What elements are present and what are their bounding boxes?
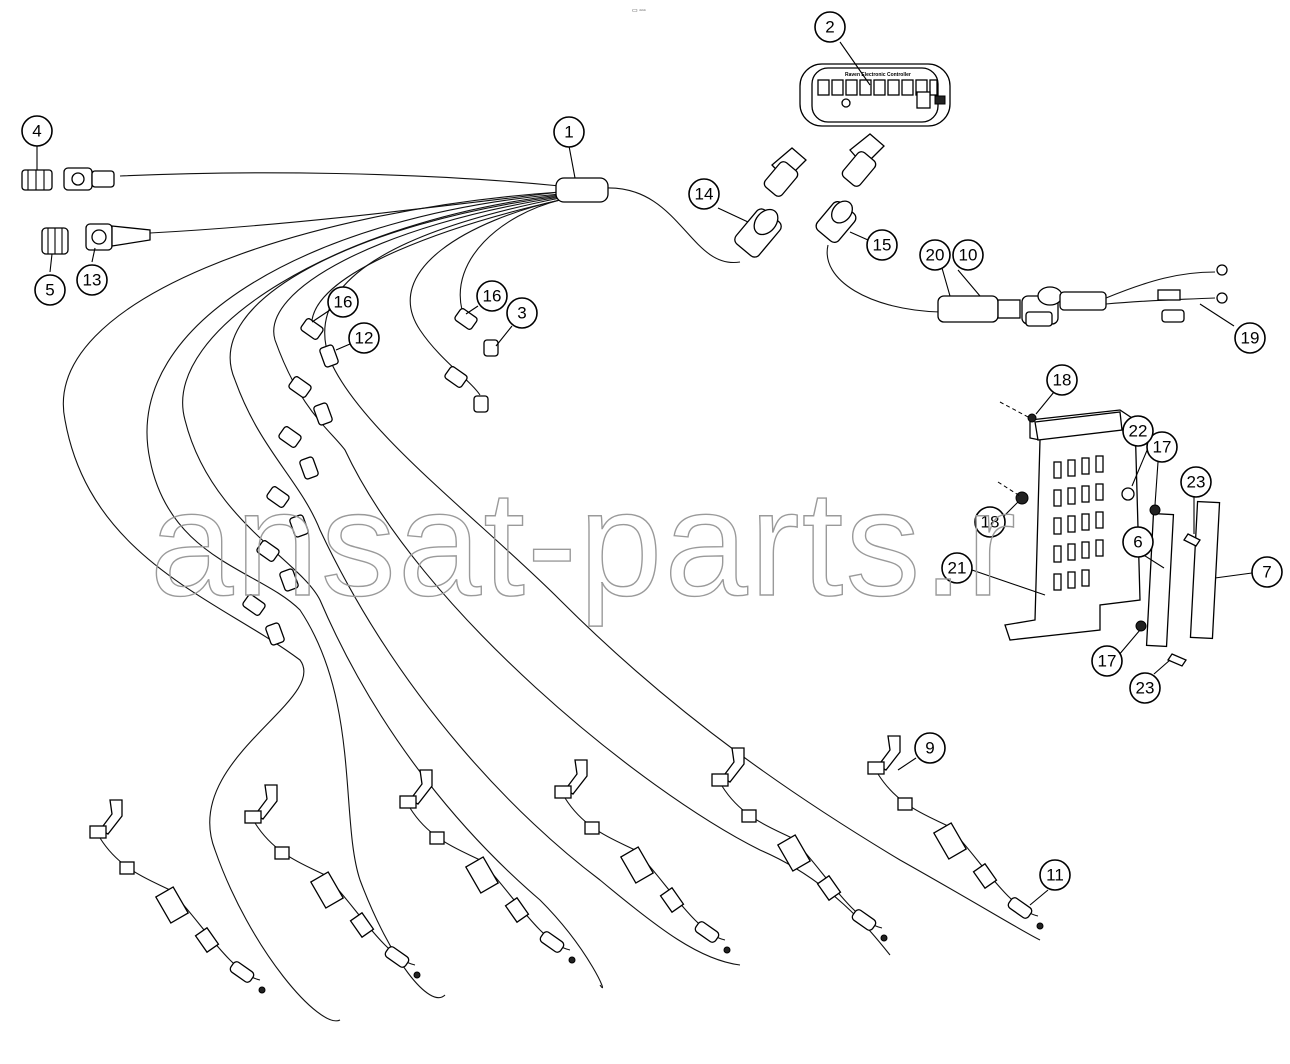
screws-23 <box>1167 533 1201 667</box>
mating-connectors <box>763 133 885 197</box>
callout-3: 3 <box>506 297 538 329</box>
top-mark: ▭ ▫▫▫ <box>632 8 646 14</box>
connectors-3-16 <box>242 308 499 646</box>
svg-text:19: 19 <box>1241 329 1260 348</box>
display-keys <box>817 79 938 96</box>
svg-text:23: 23 <box>1136 679 1155 698</box>
callout-20: 20 <box>919 239 951 271</box>
svg-text:1: 1 <box>564 123 573 142</box>
junction-sleeve <box>555 177 609 203</box>
watermark: ansat-parts.r <box>150 459 1018 627</box>
callout-17-top: 17 <box>1146 431 1178 463</box>
callout-6: 6 <box>1122 526 1154 558</box>
svg-text:17: 17 <box>1153 438 1172 457</box>
svg-text:15: 15 <box>873 236 892 255</box>
svg-text:10: 10 <box>959 246 978 265</box>
sensor-assembly <box>711 747 888 942</box>
callout-7: 7 <box>1251 556 1283 588</box>
wires <box>62 172 1041 1022</box>
display-title: Raven Electronic Controller <box>845 72 911 78</box>
callout-9: 9 <box>914 732 946 764</box>
svg-text:21: 21 <box>948 559 967 578</box>
svg-text:3: 3 <box>517 304 526 323</box>
callout-18-top: 18 <box>1046 364 1078 396</box>
svg-text:18: 18 <box>981 513 1000 532</box>
callout-18-left: 18 <box>974 506 1006 538</box>
callout-23-bottom: 23 <box>1129 672 1161 704</box>
svg-text:23: 23 <box>1187 473 1206 492</box>
svg-text:20: 20 <box>926 246 945 265</box>
callout-21: 21 <box>941 552 973 584</box>
control-display: Raven Electronic Controller <box>799 63 951 127</box>
svg-text:18: 18 <box>1053 371 1072 390</box>
svg-text:4: 4 <box>32 122 41 141</box>
callout-11: 11 <box>1039 859 1071 891</box>
callout-16-right: 16 <box>476 280 508 312</box>
svg-text:16: 16 <box>334 293 353 312</box>
sensor-assembly <box>244 784 421 979</box>
leader-lines <box>36 41 1253 906</box>
svg-text:6: 6 <box>1133 533 1142 552</box>
terminal-strip-6 <box>1135 504 1175 648</box>
callout-12: 12 <box>348 322 380 354</box>
callout-17-bottom: 17 <box>1091 645 1123 677</box>
sensor-assembly <box>399 769 576 964</box>
callout-1: 1 <box>553 116 585 148</box>
svg-text:22: 22 <box>1129 422 1148 441</box>
bracket-slots <box>1053 455 1104 591</box>
callout-13: 13 <box>76 264 108 296</box>
connector-14 <box>734 208 782 258</box>
connector-4 <box>21 167 115 191</box>
sensor-assembly <box>867 735 1044 930</box>
callout-16-left: 16 <box>327 286 359 318</box>
callout-15: 15 <box>866 229 898 261</box>
power-cable <box>937 264 1228 327</box>
terminal-strip-7 <box>1189 500 1221 640</box>
svg-text:9: 9 <box>925 739 934 758</box>
callout-22: 22 <box>1122 415 1154 447</box>
callout-4: 4 <box>21 115 53 147</box>
mounting-bracket <box>997 401 1141 641</box>
callout-2: 2 <box>814 11 846 43</box>
svg-text:11: 11 <box>1046 866 1064 885</box>
sensor-assembly <box>89 799 266 994</box>
callout-10: 10 <box>952 239 984 271</box>
svg-text:13: 13 <box>83 271 102 290</box>
callout-5: 5 <box>34 274 66 306</box>
callout-14: 14 <box>688 178 720 210</box>
connector-5 <box>41 227 69 255</box>
svg-text:17: 17 <box>1098 652 1117 671</box>
callout-19: 19 <box>1234 322 1266 354</box>
callouts: 1 2 3 4 5 6 7 9 10 11 12 13 14 15 16 16 … <box>21 11 1283 891</box>
sensor-assemblies <box>89 735 1044 994</box>
connector-13 <box>85 223 151 251</box>
callout-23-top: 23 <box>1180 466 1212 498</box>
svg-text:16: 16 <box>483 287 502 306</box>
connector-15 <box>815 200 857 243</box>
sensor-assembly <box>554 759 731 954</box>
svg-text:14: 14 <box>695 185 714 204</box>
svg-text:2: 2 <box>825 18 834 37</box>
svg-text:5: 5 <box>45 281 54 300</box>
svg-text:7: 7 <box>1262 563 1271 582</box>
svg-text:12: 12 <box>355 329 374 348</box>
